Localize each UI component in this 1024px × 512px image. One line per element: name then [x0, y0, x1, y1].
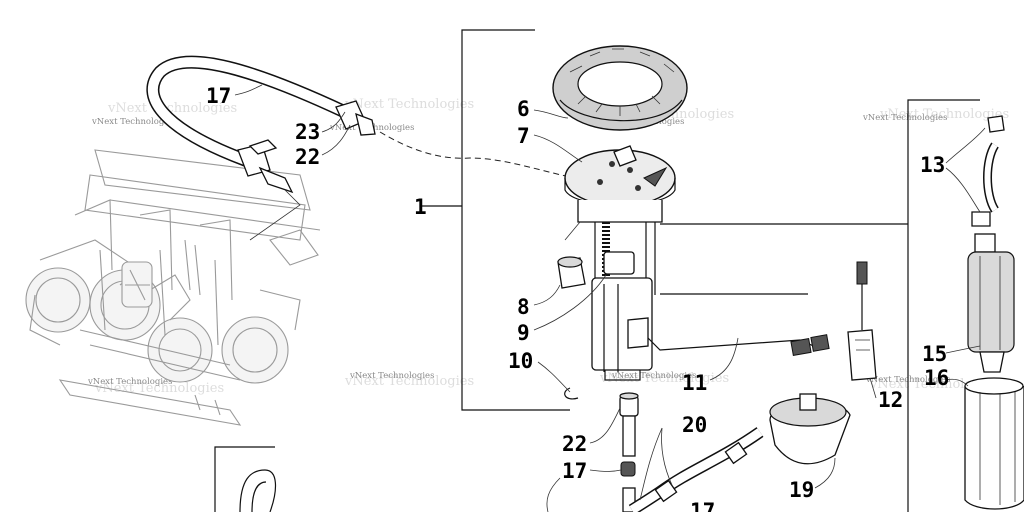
fuel-hose-left — [146, 55, 641, 241]
leader-lines — [234, 84, 986, 512]
part-label-9: 9 — [517, 321, 530, 345]
part-label-8: 8 — [517, 295, 530, 319]
watermark-text: vNext Technologies — [87, 377, 172, 387]
part-label-6: 6 — [517, 97, 530, 121]
part-labels: 1 6 7 8 9 10 11 12 13 15 16 17 17 17 19 … — [206, 84, 949, 512]
right-bracket — [660, 99, 980, 512]
part-label-22: 22 — [562, 432, 587, 456]
lower-fittings — [619, 392, 639, 512]
watermark-bg: vNext Technologies — [599, 371, 729, 386]
inset-box — [214, 446, 276, 512]
part-label-16: 16 — [924, 366, 949, 390]
part-label-10: 10 — [508, 349, 533, 373]
part-label-15: 15 — [922, 342, 947, 366]
watermark-text: vNext Technologies — [862, 113, 947, 123]
part-label-19: 19 — [789, 478, 814, 502]
part-label-20: 20 — [682, 413, 707, 437]
assembly-bracket — [422, 29, 570, 411]
part-label-7: 7 — [517, 124, 530, 148]
part-label-23: 23 — [295, 120, 320, 144]
part-label-17: 17 — [562, 459, 587, 483]
retaining-clip — [564, 387, 579, 400]
wire-connector — [790, 334, 830, 357]
watermark-bg: vNext Technologies — [879, 107, 1009, 122]
lock-ring — [552, 45, 688, 131]
fuel-filter — [628, 393, 851, 512]
watermark-text: vNext Technologies — [349, 371, 434, 381]
watermark-bg: vNext Technologies — [107, 101, 237, 116]
pump-assembly — [564, 221, 819, 381]
pressure-regulator — [557, 256, 586, 289]
part-label-17: 17 — [690, 499, 715, 512]
fuel-pump-cartridge — [964, 115, 1024, 510]
watermark-text: vNext Technologies — [91, 117, 176, 127]
part-label-17: 17 — [206, 84, 231, 108]
fuel-sender — [847, 261, 877, 381]
part-label-13: 13 — [920, 153, 945, 177]
watermark-text: vNext Technologies — [611, 371, 696, 381]
part-label-22: 22 — [295, 145, 320, 169]
pump-flange — [564, 145, 676, 223]
part-label-11: 11 — [682, 371, 707, 395]
watermark-bg: vNext Technologies — [344, 97, 474, 112]
watermark-bg: vNext Technologies — [344, 374, 474, 389]
throttle-body-assembly — [25, 149, 321, 426]
part-label-12: 12 — [878, 388, 903, 412]
part-label-1: 1 — [414, 195, 427, 219]
